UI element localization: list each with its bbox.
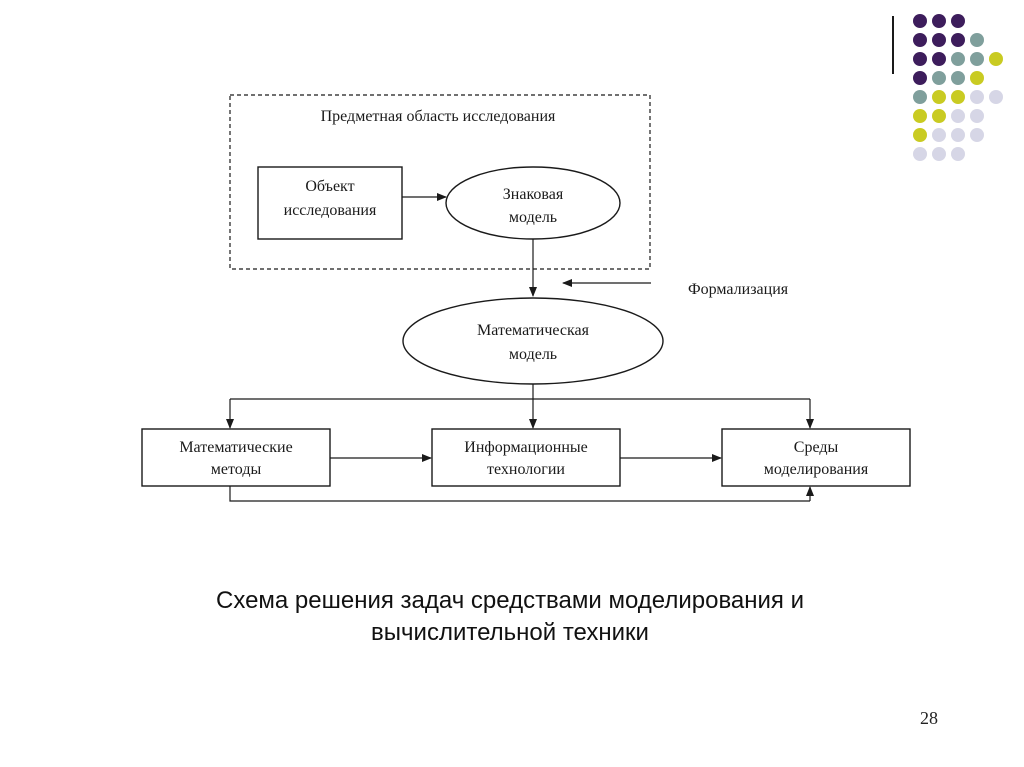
- subject-area-frame: [229, 94, 651, 270]
- info-tech-label-line1: Информационные: [464, 439, 587, 456]
- decorative-dot: [951, 52, 965, 66]
- decorative-dot: [951, 14, 965, 28]
- sign-model-ellipse: [445, 166, 621, 240]
- research-object-box: [257, 166, 403, 240]
- math-model-ellipse: [402, 297, 664, 385]
- decorative-dot: [913, 52, 927, 66]
- research-object-label-line1: Объект: [305, 178, 354, 195]
- decorative-dot: [970, 71, 984, 85]
- caption-line-1: Схема решения задач средствами моделиров…: [216, 587, 804, 614]
- math-model-label-line1: Математическая: [477, 322, 590, 339]
- decorative-dot: [932, 90, 946, 104]
- sign-model-label-line2: модель: [509, 209, 557, 226]
- decorative-dot: [913, 109, 927, 123]
- modeling-env-box: [721, 428, 911, 487]
- math-methods-label-line1: Математические: [179, 439, 292, 456]
- decorative-dot: [913, 33, 927, 47]
- slide-caption: Схема решения задач средствами моделиров…: [110, 585, 910, 649]
- math-model-label-line2: модель: [509, 346, 557, 363]
- decorative-dot: [970, 109, 984, 123]
- subject-area-title: Предметная область исследования: [321, 108, 556, 125]
- decorative-dot: [913, 90, 927, 104]
- decorative-dot: [932, 33, 946, 47]
- decorative-dot: [970, 52, 984, 66]
- sign-model-label-line1: Знаковая: [503, 186, 564, 203]
- decorative-dot: [989, 90, 1003, 104]
- math-methods-box: [141, 428, 331, 487]
- page-number: 28: [920, 708, 938, 728]
- modeling-env-label-line2: моделирования: [764, 461, 869, 478]
- decorative-dot: [913, 128, 927, 142]
- decorative-dot: [951, 90, 965, 104]
- decorative-dot: [951, 33, 965, 47]
- research-object-label-line2: исследования: [284, 202, 377, 219]
- decorative-dot: [913, 14, 927, 28]
- decorative-dot: [970, 128, 984, 142]
- decorative-dot: [932, 109, 946, 123]
- formalization-label: Формализация: [688, 281, 789, 298]
- decorative-dot: [932, 52, 946, 66]
- decorative-dot: [970, 90, 984, 104]
- decorative-dot: [970, 33, 984, 47]
- decorative-dot: [989, 52, 1003, 66]
- info-tech-box: [431, 428, 621, 487]
- decorative-dot: [932, 147, 946, 161]
- math-methods-label-line2: методы: [211, 461, 262, 478]
- decorative-dot: [951, 147, 965, 161]
- decorative-dot: [951, 71, 965, 85]
- decorative-dot: [913, 71, 927, 85]
- decorative-dot: [951, 128, 965, 142]
- info-tech-label-line2: технологии: [487, 461, 565, 478]
- decorative-dot: [932, 128, 946, 142]
- decorative-dot-grid: [913, 14, 1003, 161]
- modeling-env-label-line1: Среды: [794, 439, 839, 456]
- decorative-dot: [913, 147, 927, 161]
- caption-line-2: вычислительной техники: [371, 619, 649, 646]
- decorative-dot: [932, 14, 946, 28]
- decorative-dot: [932, 71, 946, 85]
- bottom-bypass-line: [229, 486, 810, 502]
- decorative-dot: [951, 109, 965, 123]
